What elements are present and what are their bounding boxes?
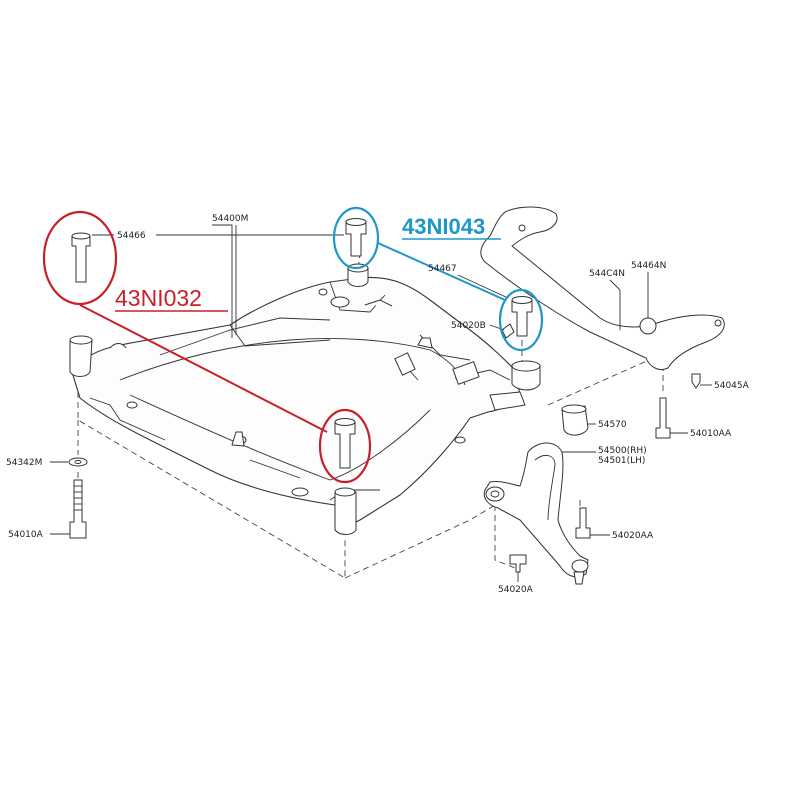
- rear-left-bushing-assembly: [334, 418, 357, 535]
- left-front-bushing-assembly: [69, 232, 93, 377]
- fasteners: [68, 373, 701, 573]
- bolt-54020aa: [575, 507, 591, 539]
- red-callouts: 43NI032: [42, 210, 372, 484]
- label-544c4n: 544C4N: [589, 269, 625, 279]
- label-54501: 54501(LH): [598, 456, 645, 466]
- left-bushing: [69, 339, 93, 377]
- bolt-54020a: [509, 554, 527, 573]
- alignment-lines: [77, 251, 664, 579]
- bushing-54570: [561, 404, 589, 436]
- blue-connector-line: [377, 242, 506, 301]
- label-54570: 54570: [598, 420, 627, 430]
- stabilizer-bushing: [639, 317, 657, 335]
- blue-callouts: 43NI043: [332, 206, 544, 352]
- label-54400m: 54400M: [212, 214, 248, 224]
- label-54467: 54467: [428, 264, 457, 274]
- label-54020b: 54020B: [451, 321, 486, 331]
- blue-highlight-circle-front: [332, 206, 380, 270]
- red-highlight-circle-left: [42, 210, 118, 306]
- label-54045a: 54045A: [714, 381, 750, 391]
- blue-highlight-circle-rear: [498, 288, 544, 352]
- washer-54342m: [68, 457, 88, 467]
- red-highlight-circle-right: [318, 408, 372, 484]
- right-front-mount-assembly: [345, 218, 369, 287]
- label-54466: 54466: [117, 231, 146, 241]
- subframe: [71, 276, 521, 523]
- bolt-54045a: [691, 373, 701, 389]
- bolt-54010aa: [655, 397, 671, 439]
- label-54342m: 54342M: [6, 458, 42, 468]
- label-54010a: 54010A: [8, 530, 44, 540]
- left-bolt: [71, 235, 91, 283]
- red-callout-code: 43NI032: [115, 285, 202, 311]
- label-54020aa: 54020AA: [612, 531, 654, 541]
- stabilizer-bar: [480, 206, 725, 371]
- label-54020a: 54020A: [498, 585, 534, 595]
- blue-callout-code: 43NI043: [402, 214, 485, 239]
- leader-lines: [50, 224, 712, 582]
- label-54010aa: 54010AA: [690, 429, 732, 439]
- right-rear-mount-assembly: [489, 296, 541, 411]
- lower-control-arm: [483, 442, 589, 585]
- part-labels: 54466 54400M 54467 54464N 544C4N 54020B …: [6, 214, 750, 595]
- bolt-54010a: [69, 479, 87, 539]
- red-connector-line: [79, 304, 328, 433]
- label-54464n: 54464N: [631, 261, 666, 271]
- label-54500: 54500(RH): [598, 446, 647, 456]
